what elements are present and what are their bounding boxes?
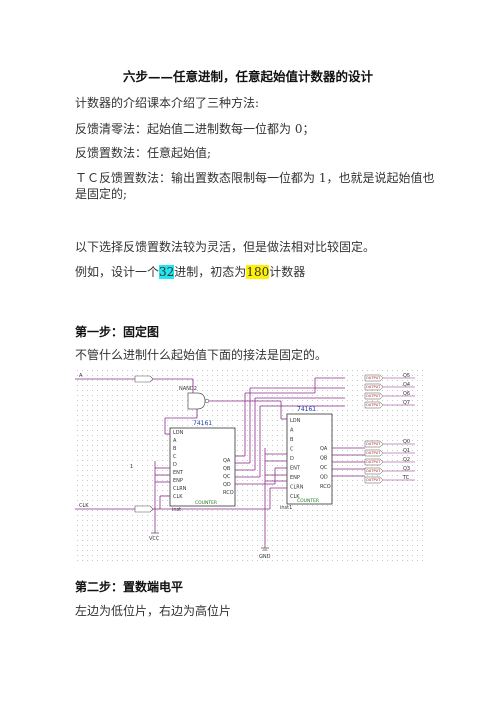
output-pin-q6: Q6 xyxy=(403,391,410,397)
input-pin-a: A xyxy=(75,373,154,383)
output-pin-shape xyxy=(364,401,384,409)
output-pin-shape xyxy=(364,458,384,466)
pin-in-ent: ENT xyxy=(173,470,184,476)
output-pin-tag: OUTPUT xyxy=(366,478,381,482)
svg-text:1: 1 xyxy=(130,464,133,470)
output-pin-tag: OUTPUT xyxy=(366,442,381,446)
pin-out-qa: QA xyxy=(223,458,231,464)
pin-in-clrn: CLRN xyxy=(173,486,187,492)
output-pin-shape xyxy=(364,374,384,382)
wires xyxy=(153,377,365,548)
output-pin-shape xyxy=(364,449,384,457)
pin-out-qc: QC xyxy=(320,465,328,471)
pin-in-enp: ENP xyxy=(290,475,300,481)
pin-out-qa: QA xyxy=(320,446,328,452)
method-2: 反馈置数法：任意起始值; xyxy=(75,146,212,160)
pin-in-a: A xyxy=(173,438,177,444)
chip-left-name: 74161 xyxy=(193,420,212,427)
example-init: 180 xyxy=(246,265,270,279)
output-pin-tc: TC xyxy=(402,475,410,481)
circuit-schematic: A CLK NAND2 74161 COUNTER inst 74161 COU… xyxy=(75,368,425,563)
pin-in-d: D xyxy=(290,456,294,462)
output-pin-shape xyxy=(364,383,384,391)
choice-text: 以下选择反馈置数法较为灵活，但是做法相对比较固定。 xyxy=(75,240,376,254)
vcc-symbol: VCC xyxy=(149,532,160,542)
chip-right-name: 74161 xyxy=(297,406,316,413)
pin-in-ldn: LDN xyxy=(173,430,184,436)
pin-out-qc: QC xyxy=(223,474,231,480)
pin-in-clrn: CLRN xyxy=(290,485,304,491)
pin-in-a: A xyxy=(290,428,294,434)
pin-in-enp: ENP xyxy=(173,478,183,484)
example-middle: 进制，初态为 xyxy=(174,265,247,279)
gnd-symbol: GND xyxy=(259,547,271,560)
pin-in-c: C xyxy=(290,447,294,453)
output-pin-tag: OUTPUT xyxy=(366,403,381,407)
chip-left-sub: COUNTER xyxy=(195,500,217,506)
schematic-svg: A CLK NAND2 74161 COUNTER inst 74161 COU… xyxy=(75,373,415,560)
output-pin-q5: Q5 xyxy=(403,373,410,379)
chip-right-inst: inst1 xyxy=(280,505,292,511)
step1-heading: 第一步：固定图 xyxy=(75,325,160,339)
output-pin-q7: Q7 xyxy=(403,400,410,406)
output-pin-shape xyxy=(364,440,384,448)
output-pin-shape xyxy=(364,476,384,484)
pin-in-ldn: LDN xyxy=(290,418,301,424)
vcc-label: VCC xyxy=(149,536,160,542)
input-label-a: A xyxy=(79,373,83,379)
nand-gate: NAND2 xyxy=(179,386,210,410)
example-prefix: 例如，设计一个 xyxy=(75,265,160,279)
method-3: ＴＣ反馈置数法：输出置数态限制每一位都为 1，也就是说起始值也是固定的; xyxy=(75,171,435,201)
output-pin-shape xyxy=(364,467,384,475)
output-pin-tag: OUTPUT xyxy=(366,385,381,389)
pin-in-c: C xyxy=(173,454,177,460)
pin-in-ent: ENT xyxy=(290,466,301,472)
pin-in-d: D xyxy=(173,462,177,468)
pin-out-rco: RCO xyxy=(223,490,234,496)
page-title: 六步——任意进制，任意起始值计数器的设计 xyxy=(122,69,373,84)
input-pin-clk: CLK xyxy=(75,503,154,513)
pin-out-qd: QD xyxy=(223,482,231,488)
output-pin-tag: OUTPUT xyxy=(366,394,381,398)
pin-out-qd: QD xyxy=(320,475,328,481)
output-pin-q2: Q2 xyxy=(403,457,410,463)
output-pin-tag: OUTPUT xyxy=(366,460,381,464)
output-pin-q3: Q3 xyxy=(403,466,410,472)
output-pin-tag: OUTPUT xyxy=(366,376,381,380)
gate-label: NAND2 xyxy=(179,386,197,392)
chip-right-sub: COUNTER xyxy=(297,498,319,504)
gnd-label: GND xyxy=(259,554,271,560)
output-pin-q1: Q1 xyxy=(403,448,410,454)
method-1: 反馈清零法：起始值二进制数每一位都为 0； xyxy=(75,122,315,136)
input-label-clk: CLK xyxy=(79,503,89,509)
step2-desc: 左边为低位片，右边为高位片 xyxy=(75,604,232,618)
step1-desc: 不管什么进制什么起始值下面的接法是固定的。 xyxy=(75,348,328,362)
chip-left: 74161 COUNTER inst xyxy=(169,420,236,513)
output-pin-shape xyxy=(364,392,384,400)
pin-in-clk: CLK xyxy=(290,494,300,500)
pin-out-qb: QB xyxy=(223,466,231,472)
pin-in-clk: CLK xyxy=(173,494,183,500)
pin-in-b: B xyxy=(173,446,177,452)
example-text: 例如，设计一个32进制，初态为180计数器 xyxy=(75,264,435,280)
example-mod: 32 xyxy=(159,265,175,279)
example-suffix: 计数器 xyxy=(269,265,306,279)
pin-out-qb: QB xyxy=(320,456,328,462)
intro-text: 计数器的介绍课本介绍了三种方法: xyxy=(75,96,260,110)
step2-heading: 第二步：置数端电平 xyxy=(75,580,184,594)
output-pin-tag: OUTPUT xyxy=(366,469,381,473)
pin-out-rco: RCO xyxy=(320,484,331,490)
pin-in-b: B xyxy=(290,437,294,443)
chip-right: 74161 COUNTER inst1 xyxy=(280,406,333,511)
output-pin-q0: Q0 xyxy=(403,439,410,445)
chip-left-inst: inst xyxy=(172,507,181,513)
output-pin-q4: Q4 xyxy=(403,382,410,388)
output-pin-tag: OUTPUT xyxy=(366,451,381,455)
